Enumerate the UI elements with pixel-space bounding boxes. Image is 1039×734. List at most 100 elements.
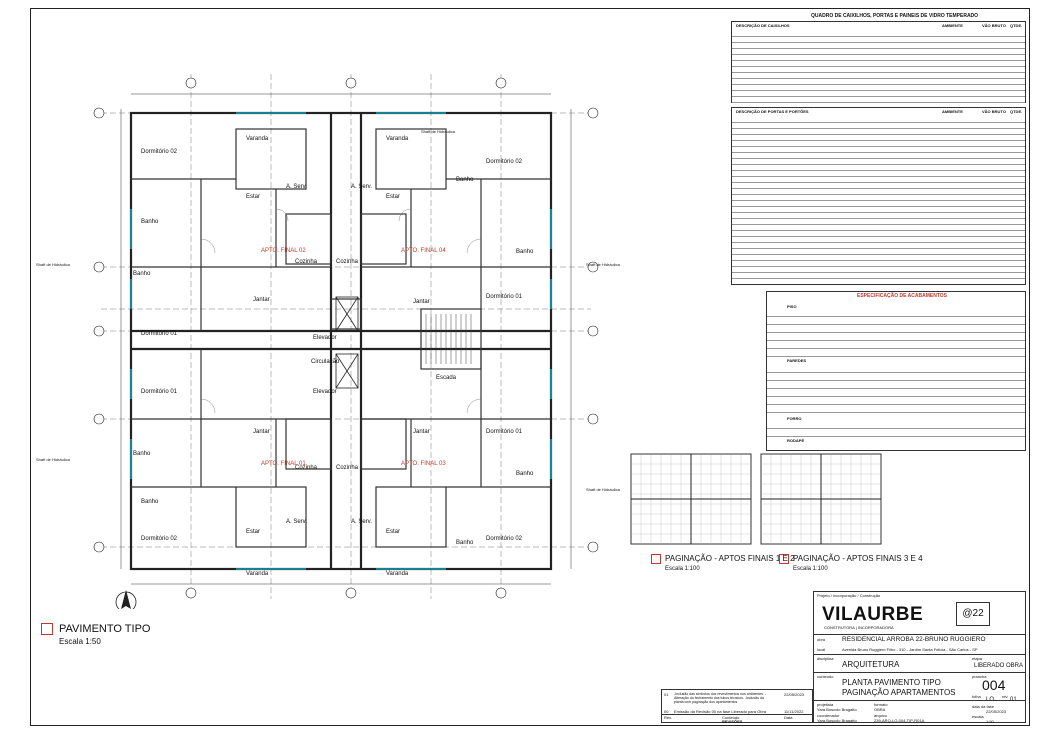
finish-rodape: RODAPÉ [787,438,805,443]
room-circulacao: Circulação [311,359,340,365]
conteudo-line2: PAGINAÇÃO APARTAMENTOS [842,688,956,697]
room-banho-3: Banho [133,271,151,277]
shaft-note-1: Shaft de Hidráulica [421,129,455,134]
finish-paredes: PAREDES [787,358,807,363]
room-cozinha-1: Cozinha [295,259,318,265]
scale-label: escala [972,714,984,719]
doors-col-qty: QTDE. [1010,109,1023,114]
plan-scale: Escala 1:50 [59,637,101,646]
room-dormitorio02-3: Dormitório 02 [141,536,178,542]
rev-label: rev. [1002,694,1009,699]
room-dormitorio01-3: Dormitório 01 [141,389,178,395]
shaft-note-3: Shaft de Hidráulica [586,262,620,267]
plan-title: PAVIMENTO TIPO [59,623,151,635]
rev-row-2-num: 00 [664,709,669,714]
paging-left-title: PAGINAÇÃO - APTOS FINAIS 1 E 2 [665,554,795,563]
frames-col-desc: DESCRIÇÃO DE CAIXILHOS [736,23,790,28]
etapa-label: etapa [972,656,983,661]
plan-title-marker [41,623,53,635]
room-varanda-4: Varanda [386,571,409,577]
rev-row-1-num: 01 [664,692,669,697]
doors-col-desc: DESCRIÇÃO DE PORTAS E PORTÕES [736,109,809,114]
room-cozinha-2: Cozinha [336,259,359,265]
company-logo: VILAURBE [822,604,924,625]
north-arrow-icon [115,590,137,609]
paging-left-marker [651,554,661,564]
finish-forro: FORRO [787,416,802,421]
room-cozinha-3: Cozinha [295,465,318,471]
frames-col-qty: QTDE. [1010,23,1023,28]
finishes-table: ESPECIFICAÇÃO DE ACABAMENTOS PISO PAREDE… [766,291,1026,451]
scale-value: 1:50 [986,719,994,724]
floor-plan-drawing [93,74,599,609]
room-estar-4: Estar [386,529,401,535]
paging-right-drawing [760,453,882,545]
room-varanda-2: Varanda [386,136,409,142]
doors-col-vao: VÃO BRUTO [982,109,1006,114]
obra-label: obra [817,637,826,642]
date-label: data da fase [972,704,995,709]
frames-table: DESCRIÇÃO DE CAIXILHOS AMBIENTE VÃO BRUT… [731,21,1026,103]
shaft-note-5: Shaft de Hidráulica [586,487,620,492]
apto-final-02-label: APTO. FINAL 02 [261,248,306,254]
room-dormitorio01-1: Dormitório 01 [141,331,178,337]
local-value: Avenida Bruno Ruggiero Filho - 310 - Jar… [842,647,978,652]
finish-piso: PISO [787,304,797,309]
date-value: 22/05/2023 [986,709,1007,714]
paging-right-title: PAGINAÇÃO - APTOS FINAIS 3 E 4 [793,554,923,563]
conteudo-line1: PLANTA PAVIMENTO TIPO [842,678,941,687]
obra-value: RESIDENCIAL ARROBA 22-BRUNO RUGGIERO [842,636,986,643]
rev-row-1-text: -Inclusão das símbolos dos revestimentos… [674,692,767,704]
room-dormitorio02-2: Dormitório 02 [486,159,523,165]
doors-table: DESCRIÇÃO DE PORTAS E PORTÕES AMBIENTE V… [731,107,1026,285]
tb-header: Projeto / Incorporação / Construção [817,593,881,598]
room-aserv-2: A. Serv. [351,184,372,190]
room-banho-7: Banho [516,471,534,477]
room-jantar-1: Jantar [253,297,270,303]
room-dormitorio01-4: Dormitório 01 [486,429,523,435]
room-jantar-4: Jantar [413,429,430,435]
frames-col-vao: VÃO BRUTO [982,23,1006,28]
conteudo-label: conteúdo [817,674,834,679]
arquivo-value: 239-ARQ-LO-004-TIP-R01A [874,718,925,723]
doors-col-env: AMBIENTE [942,109,963,114]
room-jantar-3: Jantar [253,429,270,435]
room-cozinha-4: Cozinha [336,465,359,471]
disciplina-value: ARQUITETURA [842,660,900,669]
room-dormitorio02-4: Dormitório 02 [486,536,523,542]
room-banho-6: Banho [141,499,159,505]
room-estar-3: Estar [246,529,261,535]
room-estar-1: Estar [246,194,261,200]
frames-table-title: QUADRO DE CAIXILHOS, PORTAS E PAINEIS DE… [811,13,979,19]
drawing-sheet: Varanda Varanda Dormitório 02 Dormitório… [30,8,1030,726]
room-dormitorio01-2: Dormitório 01 [486,294,523,300]
rev-col-content: Conteúdo [722,715,740,720]
frames-col-env: AMBIENTE [942,23,963,28]
room-jantar-2: Jantar [413,299,430,305]
projetista-value: Yara Boscolo Bragatto [817,707,857,712]
room-banho-8: Banho [456,540,474,546]
revision-block: 01 -Inclusão das símbolos dos revestimen… [661,689,813,724]
room-aserv-3: A. Serv. [286,519,307,525]
room-varanda-1: Varanda [246,136,269,142]
title-block: Projeto / Incorporação / Construção VILA… [813,591,1026,724]
apto-final-01-label: APTO. FINAL 01 [261,461,306,467]
room-banho-5: Banho [133,451,151,457]
prancha-value: 004 [982,677,1006,693]
coordenador-label: coordenador [817,713,840,718]
room-aserv-1: A. Serv. [286,184,307,190]
paging-right-marker [779,554,789,564]
paging-right-scale: Escala 1:100 [793,566,828,572]
room-varanda-3: Varanda [246,571,269,577]
folha-label: folha [972,694,981,699]
room-elevador-1: Elevador [313,335,337,341]
company-logo-sub: CONSTRUTORA | INCORPORADORA [824,625,894,630]
paging-left-drawing [630,453,752,545]
rev-row-1-date: 22/05/2023 [784,692,805,697]
revisoes-label: REVISÕES [722,719,743,724]
etapa-value: LIBERADO OBRA [974,663,1024,669]
finishes-title: ESPECIFICAÇÃO DE ACABAMENTOS [857,293,948,299]
apto-final-03-label: APTO. FINAL 03 [401,461,446,467]
formato-value: OBRA [874,707,886,712]
rev-row-2-text: Emissão da Revisão 00 na fase Liberado p… [674,709,767,714]
